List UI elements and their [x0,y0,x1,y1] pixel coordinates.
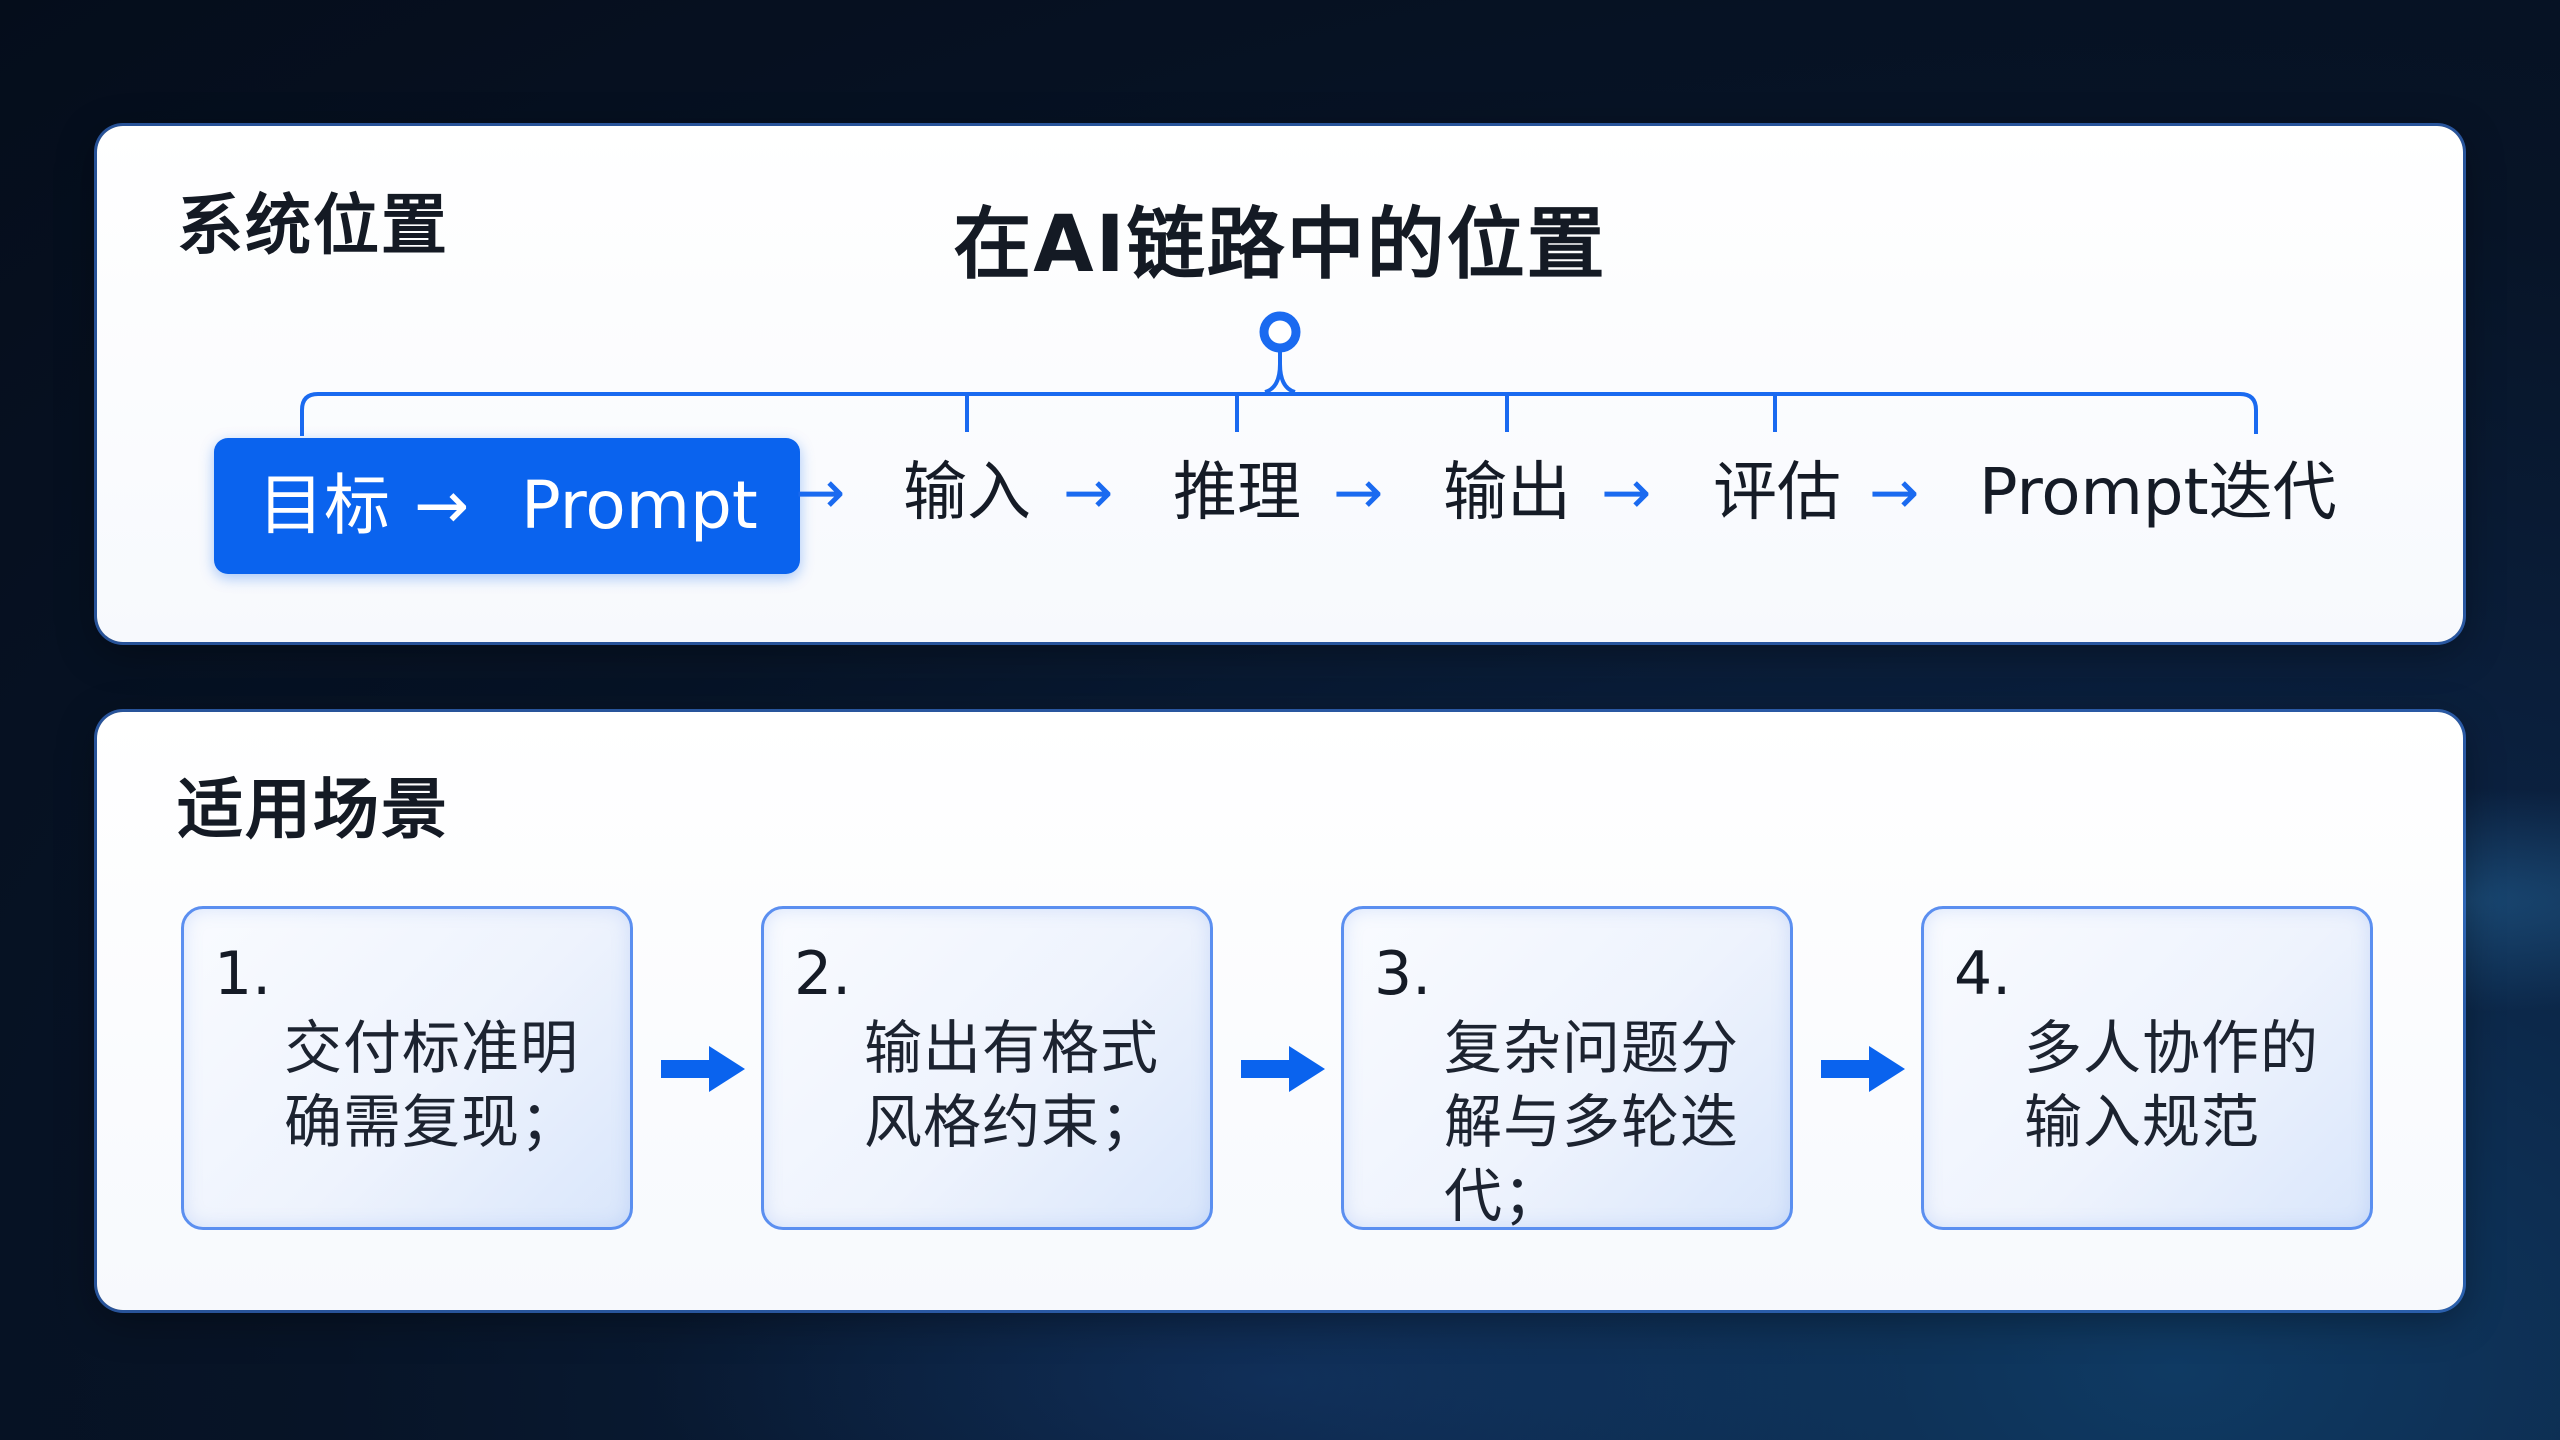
flow-step-evaluation: 评估 [1713,456,1841,530]
flow-arrow-4: → [1601,458,1652,528]
highlight-arrow: → [414,467,470,544]
bracket-top-curve [1264,363,1296,394]
bracket-node [1259,311,1301,353]
panel-title-scenarios: 适用场景 [177,771,449,848]
arrow-right-icon [1821,1046,1905,1092]
arrow-right-icon [1241,1046,1325,1092]
flow-arrow-5: → [1869,458,1920,528]
card-text: 输出有格式风格约束； [864,1014,1160,1156]
scenario-card-2: 2. 输出有格式风格约束； [761,906,1213,1230]
card-number: 4. [1954,939,2012,1009]
system-position-panel: 系统位置 在AI链路中的位置 目标 → Prompt → 输入 → 推理 → 输… [97,126,2463,642]
card-number: 3. [1374,939,1432,1009]
highlight-goal-label: 目标 [258,467,390,544]
bracket-connector [300,311,2258,436]
flow-step-prompt-iteration: Prompt迭代 [1979,456,2337,530]
scenario-card-4: 4. 多人协作的输入规范 [1921,906,2373,1230]
flow-step-output: 输出 [1443,456,1571,530]
highlight-prompt-label: Prompt [521,467,758,544]
scenarios-panel: 适用场景 1. 交付标准明确需复现； 2. 输出有格式风格约束； 3. 复杂问题… [97,712,2463,1310]
flow-step-input: 输入 [903,456,1031,530]
scenario-card-3: 3. 复杂问题分解与多轮迭代； [1341,906,1793,1230]
card-number: 1. [214,939,272,1009]
bracket-left-end [300,392,319,436]
flow-arrow-3: → [1333,458,1384,528]
card-text: 交付标准明确需复现； [284,1014,580,1156]
bracket-right-end [2239,392,2258,434]
highlight-goal-prompt: 目标 → Prompt [214,438,800,574]
panel-title-system-position: 系统位置 [177,187,449,264]
card-number: 2. [794,939,852,1009]
card-text: 复杂问题分解与多轮迭代； [1444,1014,1740,1230]
scenario-card-1: 1. 交付标准明确需复现； [181,906,633,1230]
arrow-right-icon [661,1046,745,1092]
flow-step-reasoning: 推理 [1173,456,1301,530]
flow-arrow-2: → [1063,458,1114,528]
diagram-title: 在AI链路中的位置 [953,200,1607,290]
card-text: 多人协作的输入规范 [2024,1014,2320,1156]
flow-arrow-1: → [795,458,846,528]
